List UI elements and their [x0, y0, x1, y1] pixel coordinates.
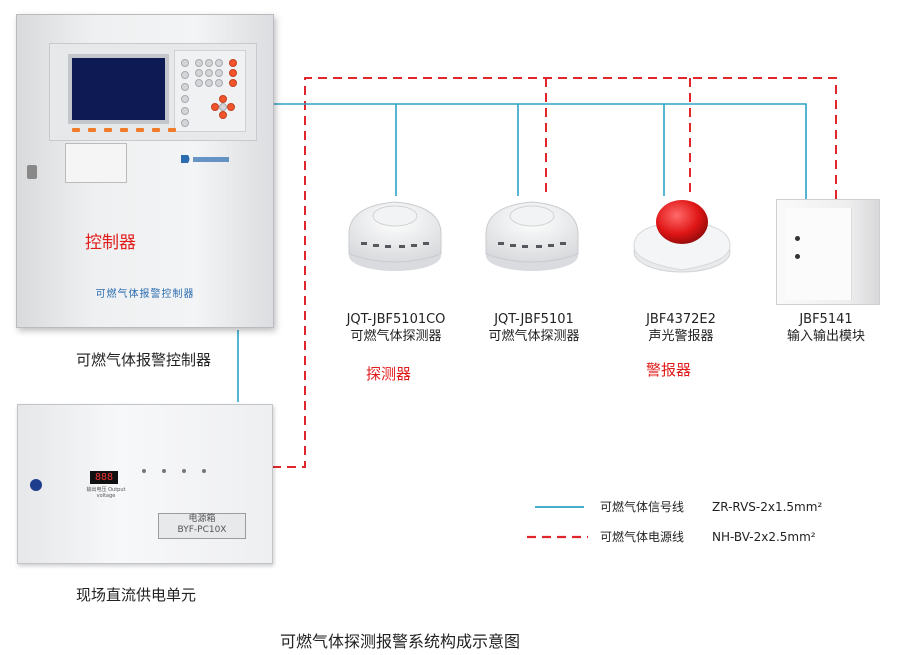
voltage-display: 888: [90, 471, 118, 484]
legend-power-name: 可燃气体电源线: [600, 530, 685, 544]
device-1-name: 可燃气体探测器: [350, 329, 442, 344]
device-2-model: JQT-JBF5101: [494, 312, 574, 327]
device-4-label: JBF5141 输入输出模块: [774, 311, 878, 345]
legend-signal-name: 可燃气体信号线: [600, 500, 685, 514]
controller-red-label: 控制器: [85, 233, 136, 253]
detectors-group-label: 探测器: [366, 365, 412, 383]
power-line: [272, 77, 837, 468]
device-1-model: JQT-JBF5101CO: [346, 312, 446, 327]
legend-signal-spec: ZR-RVS-2x1.5mm²: [712, 500, 823, 514]
sound-light-alarm-image: [633, 200, 731, 273]
gas-detector-1-image: [348, 201, 442, 271]
lcd-screen: [68, 54, 169, 124]
device-4-name: 输入输出模块: [786, 329, 865, 344]
controller-cabinet: 控制器 可燃气体报警控制器: [16, 14, 274, 328]
device-2-label: JQT-JBF5101 可燃气体探测器: [476, 311, 592, 345]
control-panel: [49, 43, 257, 141]
cabinet-lock: [27, 165, 37, 179]
printer-slot: [65, 143, 127, 183]
brand-logo: [181, 155, 229, 163]
controller-plate: 可燃气体报警控制器: [95, 289, 195, 300]
indicator-group: [138, 467, 218, 487]
plate-line-2: BYF-PC10X: [177, 525, 227, 535]
voltage-display-label: 输出电压 Output voltage: [86, 487, 126, 499]
device-4-model: JBF5141: [799, 312, 853, 327]
status-leds: [72, 128, 182, 134]
power-unit-box: 888 输出电压 Output voltage 电源箱 BYF-PC10X: [17, 404, 273, 564]
plate-line-1: 电源箱: [188, 514, 216, 524]
alarm-group-label: 警报器: [646, 361, 692, 379]
device-3-name: 声光警报器: [648, 329, 714, 344]
device-2-name: 可燃气体探测器: [488, 329, 580, 344]
keypad: [174, 50, 246, 132]
device-1-label: JQT-JBF5101CO 可燃气体探测器: [338, 311, 454, 345]
device-3-label: JBF4372E2 声光警报器: [626, 311, 736, 345]
power-unit-plate: 电源箱 BYF-PC10X: [158, 513, 246, 539]
power-unit-lock: [30, 479, 42, 491]
gas-detector-2-image: [485, 201, 579, 271]
diagram-title: 可燃气体探测报警系统构成示意图: [280, 632, 521, 651]
signal-line: [237, 103, 807, 402]
legend-power-spec: NH-BV-2x2.5mm²: [712, 530, 816, 544]
controller-caption: 可燃气体报警控制器: [76, 351, 212, 369]
power-unit-caption: 现场直流供电单元: [76, 586, 197, 604]
device-3-model: JBF4372E2: [646, 312, 716, 327]
io-module-image: [776, 199, 880, 305]
io-module-face: [785, 208, 852, 300]
